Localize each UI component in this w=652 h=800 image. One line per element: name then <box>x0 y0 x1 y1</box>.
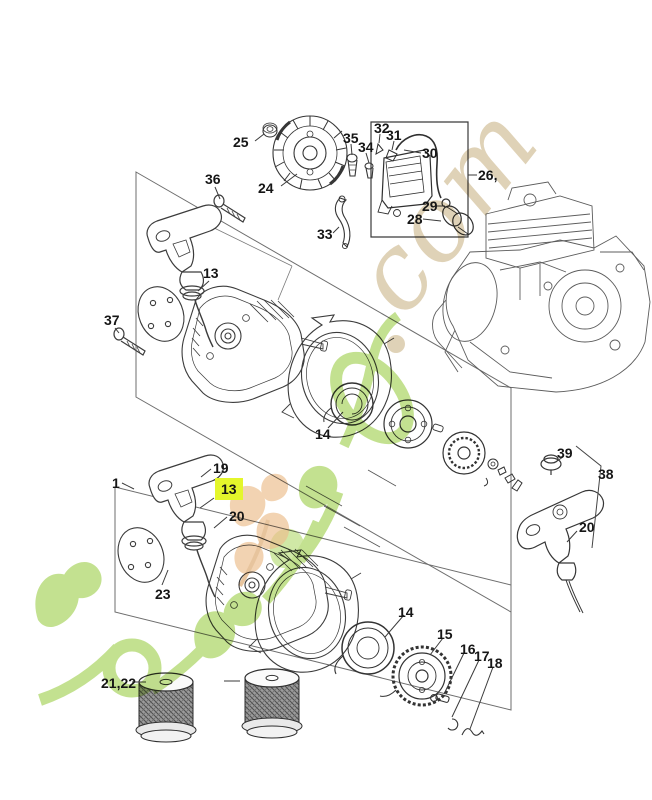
part-label-31[interactable]: 31 <box>386 127 402 143</box>
part-label-1[interactable]: 1 <box>112 475 120 491</box>
watermark-leaf-cluster <box>229 473 290 588</box>
part-label-14-top[interactable]: 14 <box>315 426 331 442</box>
part-label-30[interactable]: 30 <box>422 145 438 161</box>
rewind-spring-lower <box>335 622 394 674</box>
part-label-33[interactable]: 33 <box>317 226 333 242</box>
spring-clip-18 <box>462 729 484 736</box>
part-label-24[interactable]: 24 <box>258 180 274 196</box>
clutch-drum-upper <box>443 432 522 491</box>
ignition-module <box>378 150 432 217</box>
leader-lines <box>115 134 577 729</box>
part-label-13[interactable]: 13 <box>215 478 243 500</box>
spark-plug-boot <box>439 202 478 239</box>
part-label-37[interactable]: 37 <box>104 312 120 328</box>
section-frames <box>115 172 511 710</box>
part-label-25[interactable]: 25 <box>233 134 249 150</box>
part-label-21-22[interactable]: 21,22 <box>101 675 137 691</box>
elastostart-knob-39 <box>541 455 561 475</box>
ignition-module-box <box>371 122 477 239</box>
watermark-green <box>35 311 414 706</box>
part-label-17[interactable]: 17 <box>474 648 490 664</box>
flywheel <box>273 116 347 190</box>
part-label-16[interactable]: 16 <box>460 641 476 657</box>
part-label-13-top[interactable]: 13 <box>203 265 219 281</box>
flywheel-assembly <box>263 116 347 190</box>
ignition-lead-wire <box>396 135 441 198</box>
handle-bracket <box>206 224 292 300</box>
lower-starter-group <box>109 454 484 743</box>
small-parts-lower <box>431 693 484 735</box>
lower-section-frame <box>115 487 511 710</box>
right-handle-group <box>517 446 603 613</box>
starter-rope-right <box>566 580 583 613</box>
part-label-35[interactable]: 35 <box>343 130 359 146</box>
rope-rotor-15 <box>380 647 451 705</box>
lever-33 <box>335 196 350 249</box>
part-label-36[interactable]: 36 <box>205 171 221 187</box>
part-label-32[interactable]: 32 <box>374 120 390 136</box>
part-label-23[interactable]: 23 <box>155 586 171 602</box>
part-label-14[interactable]: 14 <box>398 604 414 620</box>
part-label-28[interactable]: 28 <box>407 211 423 227</box>
engine-sketch <box>433 182 650 392</box>
part-label-15[interactable]: 15 <box>437 626 453 642</box>
part-label-39[interactable]: 39 <box>557 445 573 461</box>
short-circuit-clip <box>376 144 383 154</box>
starter-grip-38 <box>517 490 603 580</box>
part-label-20[interactable]: 20 <box>229 508 245 524</box>
part-label-38[interactable]: 38 <box>598 466 614 482</box>
part-label-19[interactable]: 19 <box>213 460 229 476</box>
part-label-29[interactable]: 29 <box>422 198 438 214</box>
terminal <box>386 150 397 161</box>
part-label-18[interactable]: 18 <box>487 655 503 671</box>
clip-17 <box>448 719 458 730</box>
part-label-34[interactable]: 34 <box>358 139 374 155</box>
bracket-38 <box>576 446 601 548</box>
part-label-26[interactable]: 26, <box>478 167 498 183</box>
flywheel-nut <box>263 123 277 137</box>
part-label-20-right[interactable]: 20 <box>579 519 595 535</box>
